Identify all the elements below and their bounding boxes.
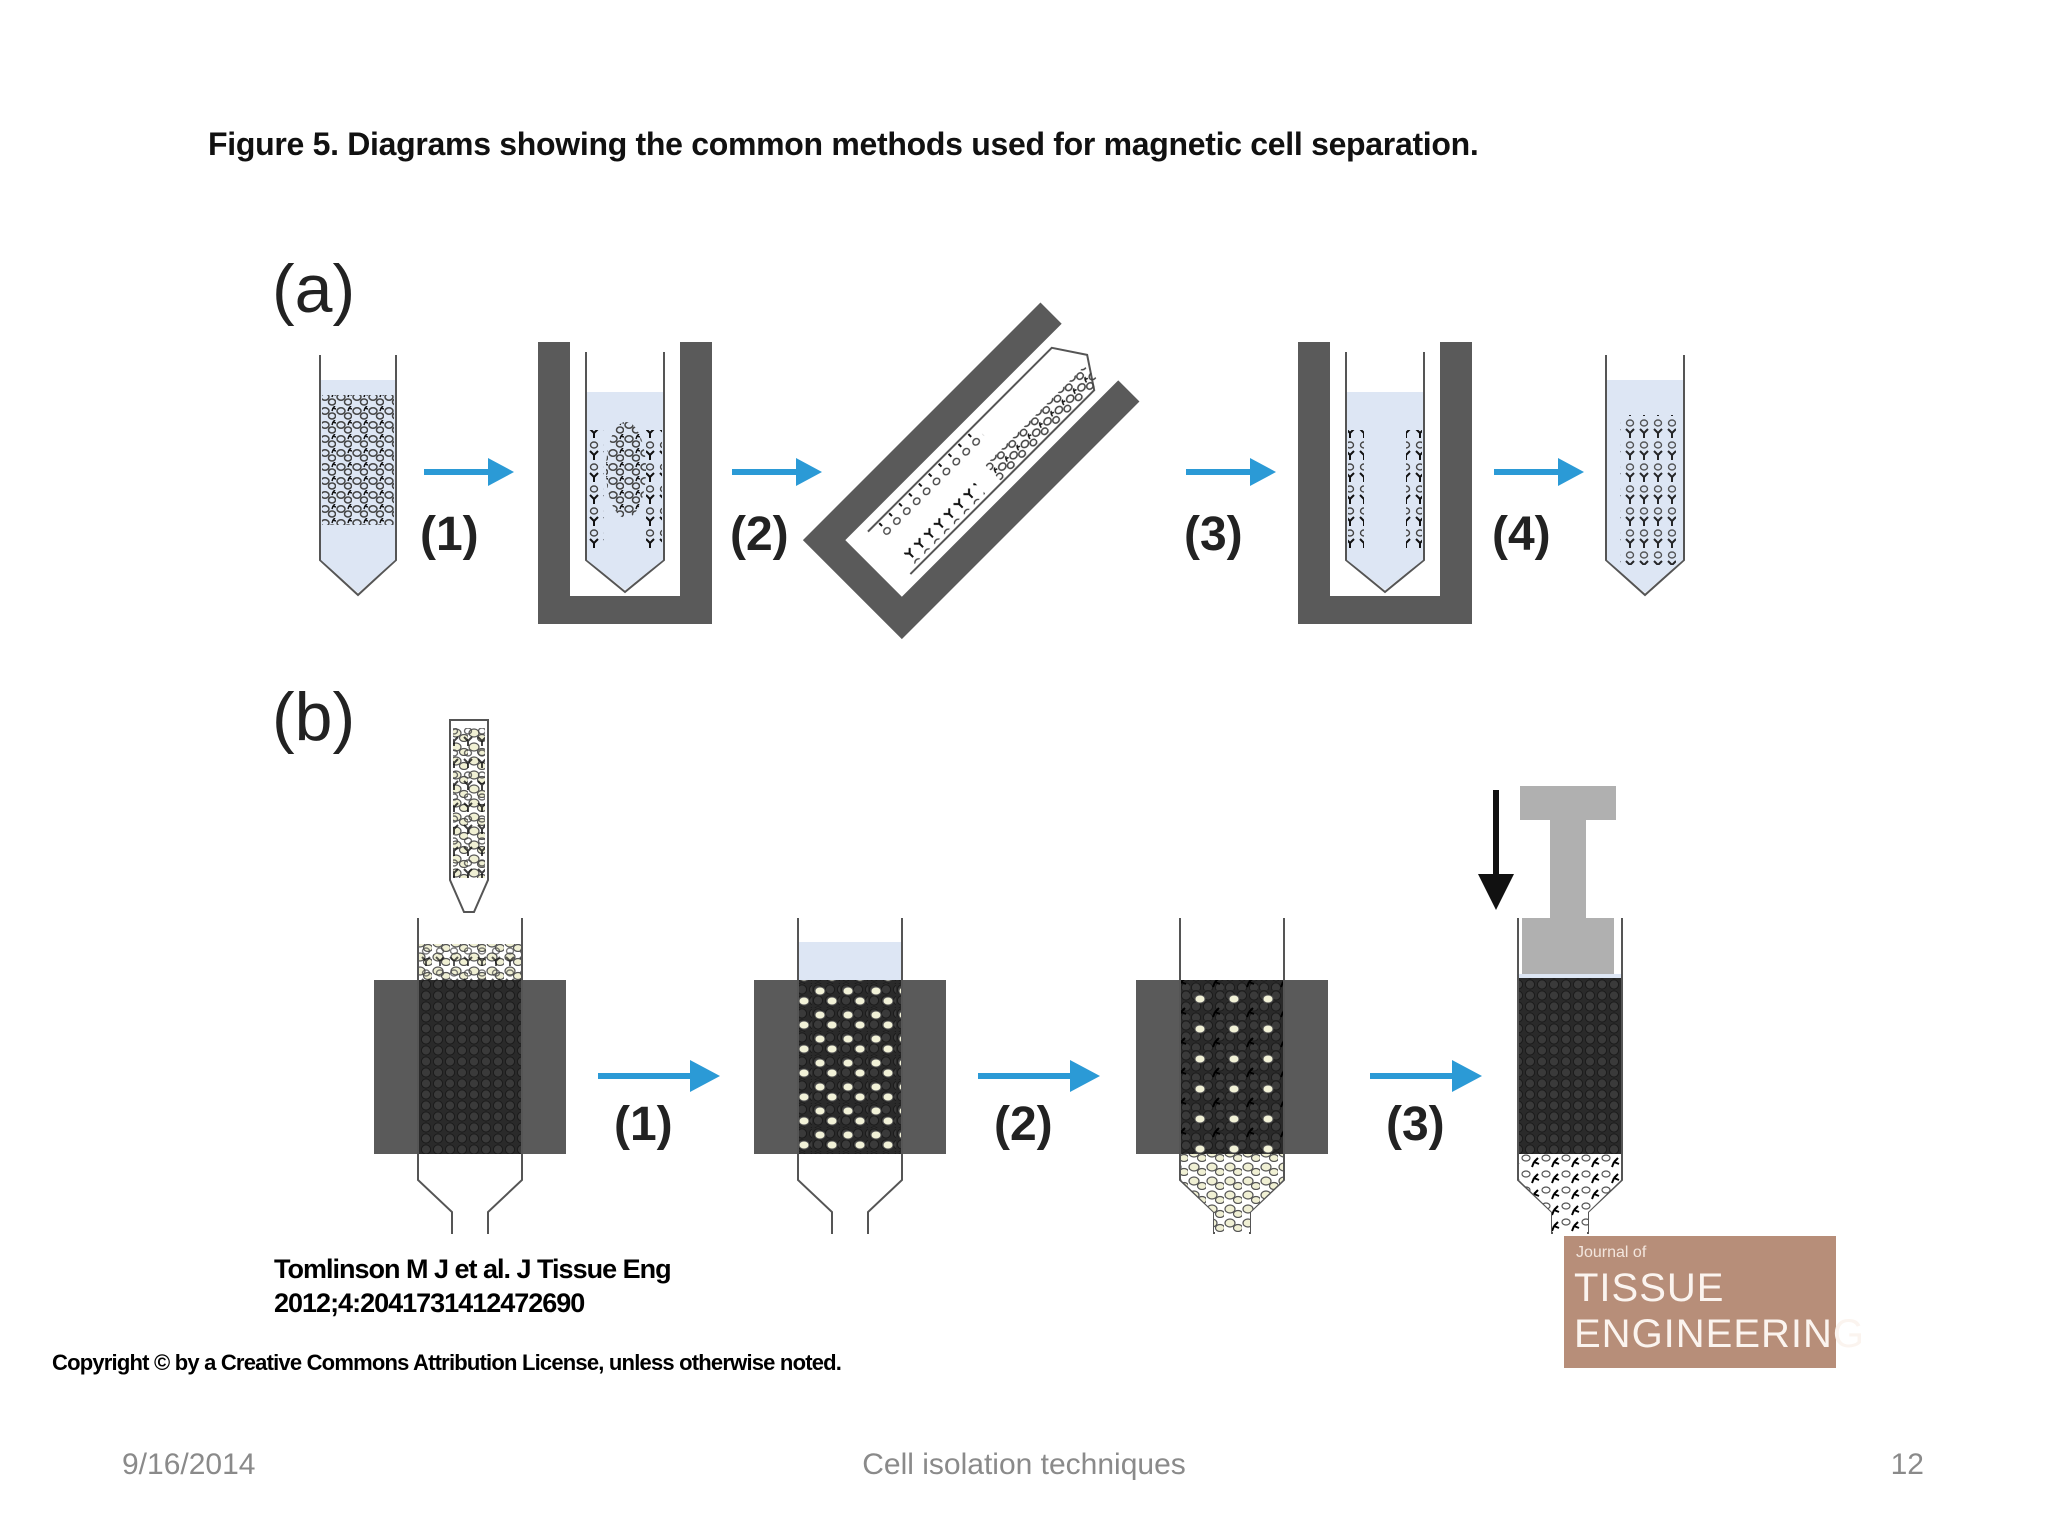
magnet-a4 [1298, 342, 1472, 624]
column-b1 [374, 918, 566, 1234]
arrow-a3 [1186, 458, 1276, 486]
footer-page-number: 12 [1890, 1448, 1924, 1481]
plunger [1520, 786, 1616, 974]
step-a1: (1) [420, 508, 479, 561]
column-b3 [1136, 918, 1328, 1234]
arrow-a2 [732, 458, 822, 486]
arrow-a1 [424, 458, 514, 486]
footer-date: 9/16/2014 [122, 1448, 256, 1481]
arrow-b3 [1370, 1060, 1482, 1092]
step-a4: (4) [1492, 508, 1551, 561]
journal-logo-small: Journal of [1576, 1244, 1647, 1261]
citation-line-2: 2012;4:2041731412472690 [274, 1288, 585, 1318]
magnet-a2 [538, 342, 712, 624]
step-b2: (2) [994, 1098, 1053, 1151]
arrow-b1 [598, 1060, 720, 1092]
journal-logo-line1: TISSUE [1574, 1266, 1725, 1310]
journal-logo-line2: ENGINEERING [1574, 1312, 1866, 1356]
step-a2: (2) [730, 508, 789, 561]
arrow-a4 [1494, 458, 1584, 486]
citation-line-1: Tomlinson M J et al. J Tissue Eng [274, 1254, 672, 1284]
column-b2 [754, 918, 946, 1234]
step-b3: (3) [1386, 1098, 1445, 1151]
figure-title: Figure 5. Diagrams showing the common me… [208, 126, 1479, 162]
footer-title: Cell isolation techniques [862, 1448, 1186, 1481]
journal-logo: Journal of TISSUE ENGINEERING [1564, 1236, 1864, 1368]
tube-a1 [319, 355, 397, 597]
pipette [449, 719, 489, 913]
copyright-notice: Copyright © by a Creative Commons Attrib… [52, 1350, 842, 1375]
plunger-down-arrow [1478, 790, 1514, 910]
panel-a-label: (a) [272, 251, 355, 327]
step-b1: (1) [614, 1098, 673, 1151]
step-a3: (3) [1184, 508, 1243, 561]
column-b4 [1517, 918, 1623, 1234]
magnet-a3-tilted [802, 302, 1140, 640]
tube-a5 [1605, 355, 1685, 597]
citation: Tomlinson M J et al. J Tissue Eng 2012;4… [274, 1252, 672, 1320]
panel-b-label: (b) [272, 679, 355, 755]
arrow-b2 [978, 1060, 1100, 1092]
